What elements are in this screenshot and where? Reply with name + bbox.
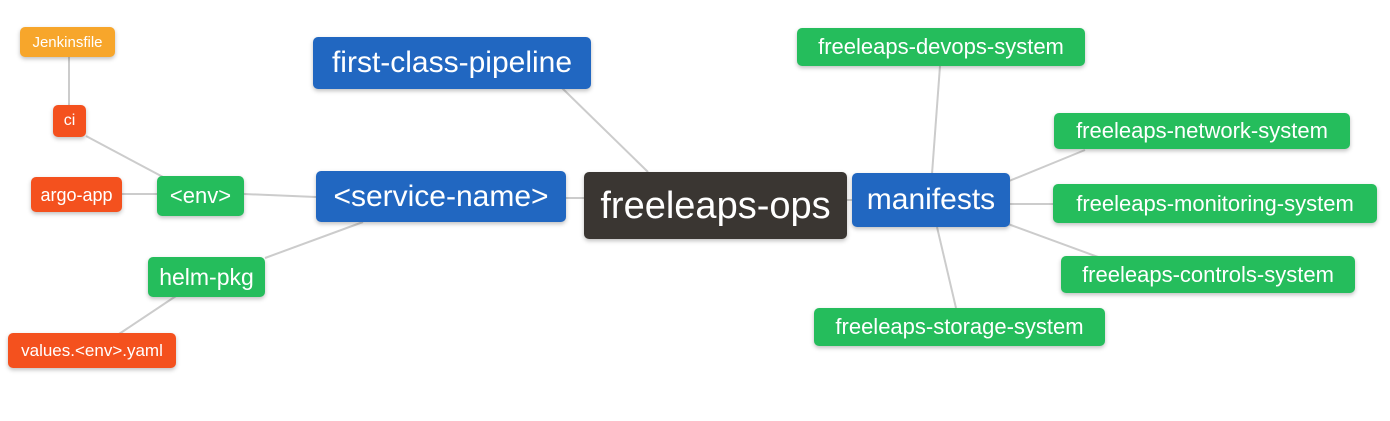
edge-first_class_pipeline-freeleaps_ops <box>561 87 649 173</box>
node-values_env_yaml[interactable]: values.<env>.yaml <box>8 333 176 368</box>
edge-manifests-network_system <box>1008 149 1086 182</box>
node-service_name[interactable]: <service-name> <box>316 171 566 222</box>
node-network_system[interactable]: freeleaps-network-system <box>1054 113 1350 149</box>
node-ci[interactable]: ci <box>53 105 86 137</box>
node-jenkinsfile[interactable]: Jenkinsfile <box>20 27 115 57</box>
edge-manifests-devops_system <box>931 65 941 175</box>
edge-helm_pkg-values_env_yaml <box>118 295 177 335</box>
edge-ci-env <box>85 135 164 178</box>
node-freeleaps_ops[interactable]: freeleaps-ops <box>584 172 847 239</box>
edge-service_name-helm_pkg <box>264 221 364 259</box>
node-env[interactable]: <env> <box>157 176 244 216</box>
edge-manifests-controls_system <box>1007 223 1099 258</box>
node-storage_system[interactable]: freeleaps-storage-system <box>814 308 1105 346</box>
node-devops_system[interactable]: freeleaps-devops-system <box>797 28 1085 66</box>
node-controls_system[interactable]: freeleaps-controls-system <box>1061 256 1355 293</box>
node-helm_pkg[interactable]: helm-pkg <box>148 257 265 297</box>
edge-env-service_name <box>243 193 317 198</box>
edge-manifests-storage_system <box>936 226 957 309</box>
node-argo_app[interactable]: argo-app <box>31 177 122 212</box>
node-manifests[interactable]: manifests <box>852 173 1010 227</box>
node-monitoring_system[interactable]: freeleaps-monitoring-system <box>1053 184 1377 223</box>
node-first_class_pipeline[interactable]: first-class-pipeline <box>313 37 591 89</box>
